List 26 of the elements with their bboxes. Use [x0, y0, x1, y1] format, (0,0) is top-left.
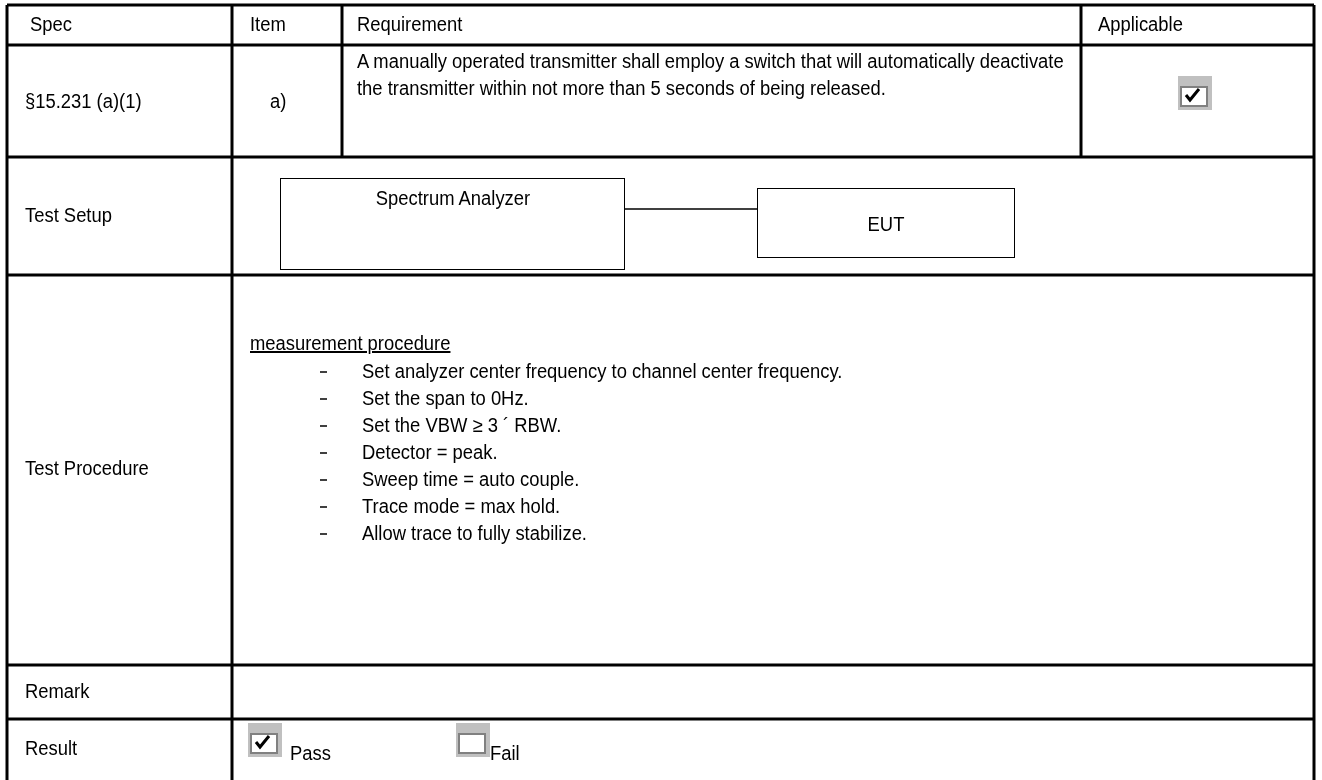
procedure-step: Set analyzer center frequency to channel center frequency.: [362, 358, 1190, 385]
procedure-step: Allow trace to fully stabilize.: [362, 520, 1190, 547]
column-header: Applicable: [1098, 12, 1184, 37]
device-name: Spectrum Analyzer: [375, 187, 530, 211]
row-header: Result: [25, 736, 79, 761]
column-header: Requirement: [357, 12, 464, 37]
option-label: Pass: [290, 741, 332, 766]
procedure-step: Sweep time = auto couple.: [362, 466, 1190, 493]
procedure-heading: measurement procedure: [250, 331, 452, 356]
column-header: Spec: [30, 12, 73, 37]
row-header: Remark: [25, 679, 91, 704]
column-header: Item: [250, 12, 287, 37]
table-cell-text: §15.231 (a)(1): [25, 89, 143, 114]
procedure-step: Set the span to 0Hz.: [362, 385, 1190, 412]
table-cell-text: A manually operated transmitter shall employ a switch that will automatically deactivate the transmitter within not more than 5 seconds of being released.: [357, 49, 1065, 101]
procedure-step: Set the VBW ≥ 3 ´ RBW.: [362, 412, 1190, 439]
procedure-step: Detector = peak.: [362, 439, 1190, 466]
option-label: Fail: [490, 741, 521, 766]
device-box: [757, 188, 1015, 258]
table-cell-text: a): [270, 89, 288, 114]
procedure-step: Trace mode = max hold.: [362, 493, 1190, 520]
row-header: Test Procedure: [25, 456, 150, 481]
row-header: Test Setup: [25, 203, 113, 228]
connection-line: [624, 208, 758, 210]
device-name: EUT: [867, 213, 905, 237]
device-box: [280, 178, 625, 270]
